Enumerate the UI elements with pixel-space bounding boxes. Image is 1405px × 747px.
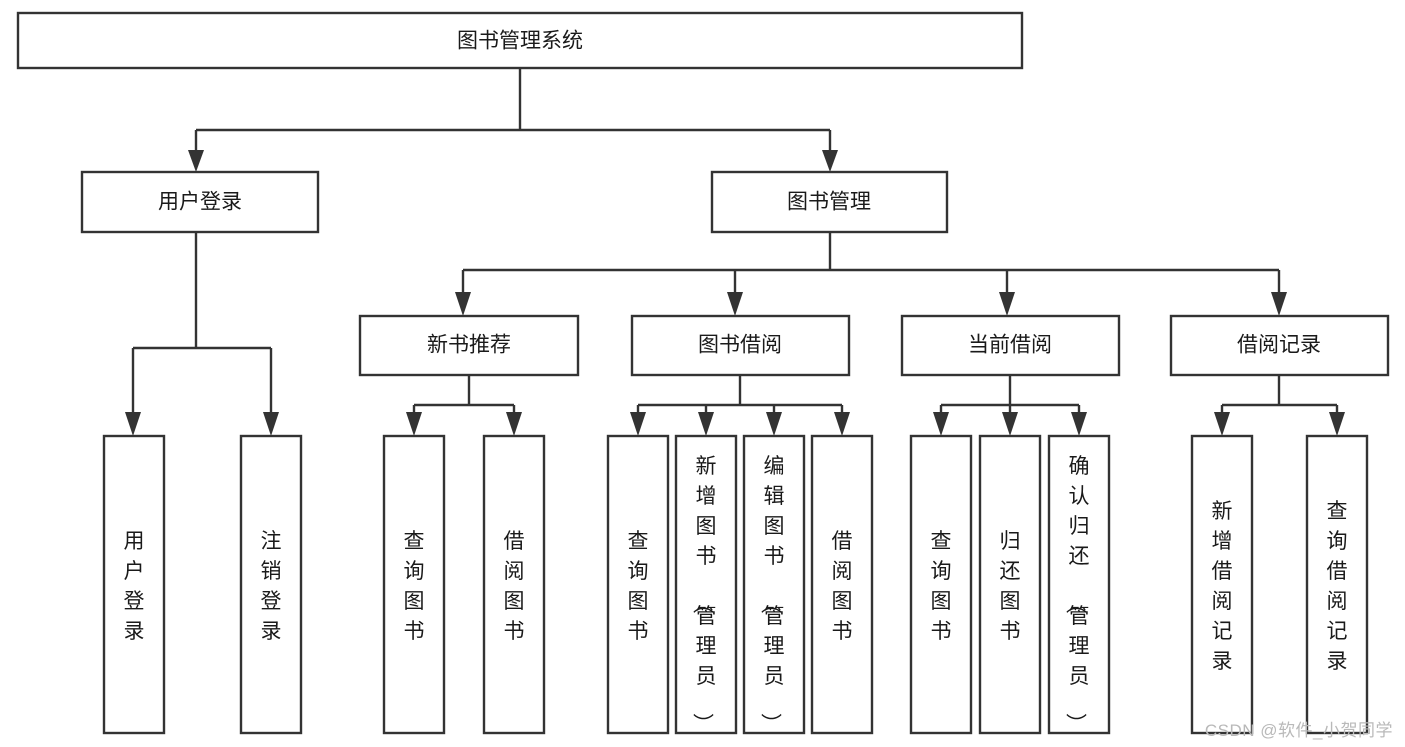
arrow-to-book-borrow — [727, 292, 743, 316]
node-current-borrow-box[interactable] — [900, 314, 1121, 377]
arrow-leaf-borrow-book-1 — [506, 412, 522, 436]
node-leaf-logout-login-label: 注销登录 — [261, 530, 282, 643]
arrow-leaf-add-book — [698, 412, 714, 436]
arrow-leaf-query-book-2 — [630, 412, 646, 436]
node-book-management[interactable]: 图书管理 — [710, 170, 949, 234]
node-leaf-query-book-1-label: 查询图书 — [404, 530, 425, 643]
node-leaf-query-record-label: 查询借阅记录 — [1327, 500, 1348, 673]
node-leaf-add-record-box[interactable] — [1190, 434, 1254, 735]
node-user-login-label: 用户登录 — [158, 191, 242, 214]
connector-layer — [125, 68, 1345, 436]
node-leaf-user-login[interactable]: 用户登录 — [102, 434, 166, 735]
arrow-leaf-edit-book — [766, 412, 782, 436]
node-leaf-query-book-1[interactable]: 查询图书 — [382, 434, 446, 735]
node-leaf-borrow-book-1[interactable]: 借阅图书 — [482, 434, 546, 735]
arrow-leaf-query-book-1 — [406, 412, 422, 436]
node-new-book-recommend-box[interactable] — [358, 314, 580, 377]
node-leaf-borrow-book-1-label: 借阅图书 — [504, 530, 525, 643]
node-leaf-add-record[interactable]: 新增借阅记录 — [1190, 434, 1254, 735]
leaf-node-layer: 用户登录 注销登录 查询图书 借阅图书 查询图书 新增图书（管理员） 编辑图书（管理员） 借阅… — [102, 434, 1369, 735]
node-user-login[interactable]: 用户登录 — [80, 170, 320, 234]
node-user-login-box[interactable] — [80, 170, 320, 234]
node-borrow-record-label: 借阅记录 — [1237, 334, 1321, 357]
node-leaf-logout-login-box[interactable] — [239, 434, 303, 735]
node-current-borrow-label: 当前借阅 — [968, 334, 1052, 357]
node-leaf-confirm-return[interactable]: 确认归还（管理员） — [1047, 434, 1111, 735]
node-root-box[interactable] — [16, 11, 1024, 70]
node-leaf-borrow-book-2-label: 借阅图书 — [832, 530, 853, 643]
node-borrow-record[interactable]: 借阅记录 — [1169, 314, 1390, 377]
node-leaf-return-book-label: 归还图书 — [1000, 530, 1021, 643]
csdn-watermark: CSDN @软件_小贺同学 — [1204, 721, 1393, 740]
node-new-book-recommend[interactable]: 新书推荐 — [358, 314, 580, 377]
node-book-borrow-box[interactable] — [630, 314, 851, 377]
node-leaf-return-book-box[interactable] — [978, 434, 1042, 735]
node-leaf-add-book[interactable]: 新增图书（管理员） — [674, 434, 738, 735]
node-leaf-confirm-return-box[interactable] — [1047, 434, 1111, 735]
node-leaf-edit-book[interactable]: 编辑图书（管理员） — [742, 434, 806, 735]
node-leaf-borrow-book-2[interactable]: 借阅图书 — [810, 434, 874, 735]
node-book-borrow[interactable]: 图书借阅 — [630, 314, 851, 377]
node-leaf-confirm-return-label: 确认归还（管理员） — [1064, 455, 1090, 734]
node-leaf-query-book-2[interactable]: 查询图书 — [606, 434, 670, 735]
arrow-leaf-user-login — [125, 412, 141, 436]
node-root-label: 图书管理系统 — [457, 30, 583, 53]
arrow-leaf-add-record — [1214, 412, 1230, 436]
node-leaf-add-record-label: 新增借阅记录 — [1212, 500, 1233, 673]
arrow-to-new-book-recommend — [455, 292, 471, 316]
node-leaf-user-login-box[interactable] — [102, 434, 166, 735]
node-leaf-edit-book-box[interactable] — [742, 434, 806, 735]
node-current-borrow[interactable]: 当前借阅 — [900, 314, 1121, 377]
node-leaf-logout-login[interactable]: 注销登录 — [239, 434, 303, 735]
arrow-leaf-query-book-3 — [933, 412, 949, 436]
node-leaf-user-login-label: 用户登录 — [124, 530, 145, 643]
arrow-to-book-management — [822, 150, 838, 172]
node-book-management-label: 图书管理 — [787, 191, 871, 214]
node-root[interactable]: 图书管理系统 — [16, 11, 1024, 70]
arrow-leaf-logout-login — [263, 412, 279, 436]
arrow-leaf-borrow-book-2 — [834, 412, 850, 436]
node-leaf-query-book-2-box[interactable] — [606, 434, 670, 735]
arrow-leaf-confirm-return — [1071, 412, 1087, 436]
node-leaf-query-book-3-label: 查询图书 — [931, 530, 952, 643]
node-leaf-query-record-box[interactable] — [1305, 434, 1369, 735]
node-leaf-query-book-3[interactable]: 查询图书 — [909, 434, 973, 735]
arrow-to-current-borrow — [999, 292, 1015, 316]
node-leaf-add-book-label: 新增图书（管理员） — [691, 455, 717, 734]
node-leaf-borrow-book-2-box[interactable] — [810, 434, 874, 735]
node-leaf-query-book-1-box[interactable] — [382, 434, 446, 735]
arrow-leaf-query-record — [1329, 412, 1345, 436]
arrow-leaf-return-book — [1002, 412, 1018, 436]
node-new-book-recommend-label: 新书推荐 — [427, 334, 511, 357]
node-leaf-query-book-3-box[interactable] — [909, 434, 973, 735]
arrow-to-user-login — [188, 150, 204, 172]
node-book-borrow-label: 图书借阅 — [698, 334, 782, 357]
node-leaf-add-book-box[interactable] — [674, 434, 738, 735]
node-borrow-record-box[interactable] — [1169, 314, 1390, 377]
arrow-to-borrow-record — [1271, 292, 1287, 316]
node-leaf-edit-book-label: 编辑图书（管理员） — [759, 455, 785, 734]
node-leaf-borrow-book-1-box[interactable] — [482, 434, 546, 735]
node-leaf-query-record[interactable]: 查询借阅记录 — [1305, 434, 1369, 735]
node-leaf-return-book[interactable]: 归还图书 — [978, 434, 1042, 735]
node-leaf-query-book-2-label: 查询图书 — [628, 530, 649, 643]
node-book-management-box[interactable] — [710, 170, 949, 234]
